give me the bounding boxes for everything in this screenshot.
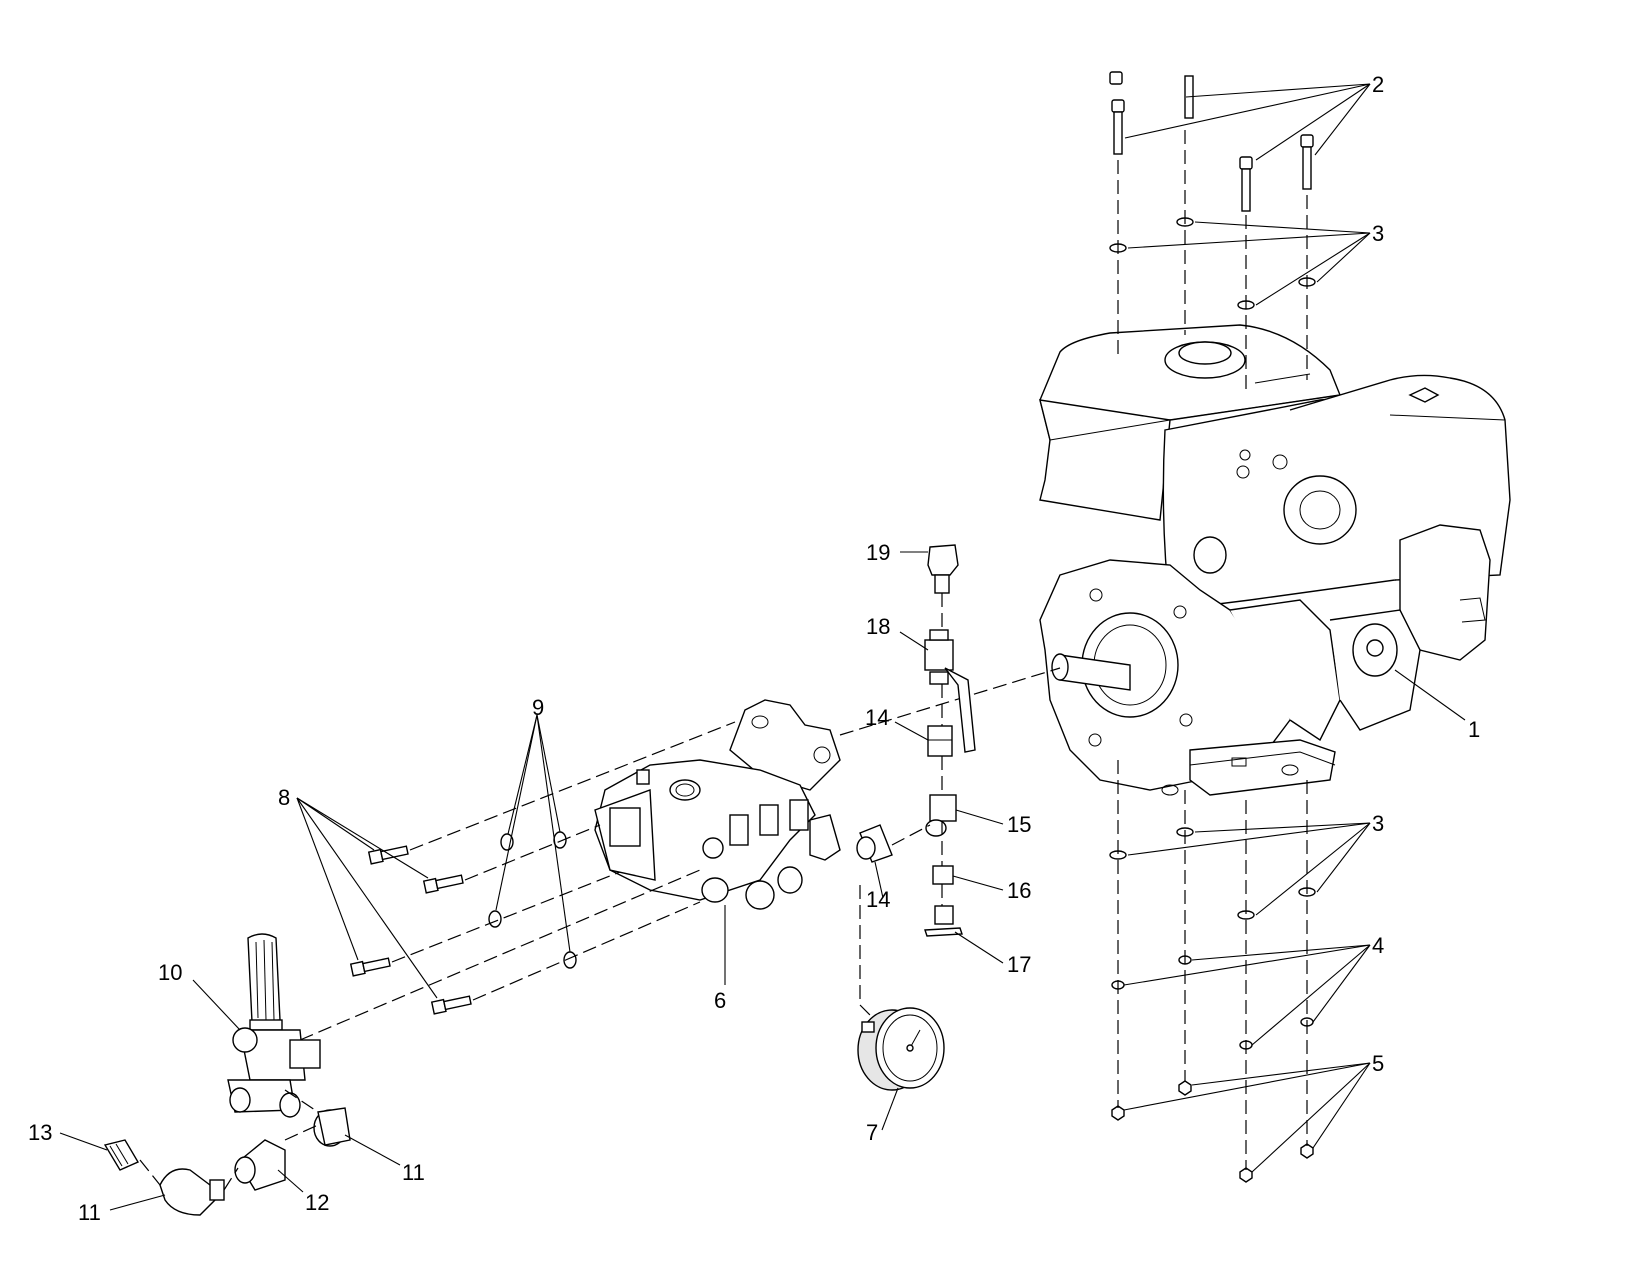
- callout-3-bottom: 3: [1372, 811, 1384, 836]
- bolt-3: [1239, 156, 1253, 212]
- callout-15: 15: [1007, 812, 1031, 837]
- callout-2: 2: [1372, 72, 1384, 97]
- leader-lines: [59, 83, 1466, 1211]
- inlet-fittings: [103, 1089, 351, 1216]
- callout-10: 10: [158, 960, 182, 985]
- outlet-plumbing: [856, 544, 976, 937]
- callout-19: 19: [866, 540, 890, 565]
- bolt-1: [1111, 99, 1125, 155]
- pressure-gauge: [857, 1007, 945, 1091]
- callout-labels: 1 2 3 3 4 5 6 7 8 9 10 11 11 12 13 14 14…: [28, 72, 1480, 1225]
- callout-17: 17: [1007, 952, 1031, 977]
- callout-1: 1: [1468, 717, 1480, 742]
- bolt-4: [1300, 134, 1314, 190]
- callout-4: 4: [1372, 933, 1384, 958]
- callout-13: 13: [28, 1120, 52, 1145]
- callout-7: 7: [866, 1120, 878, 1145]
- callout-6: 6: [714, 988, 726, 1013]
- callout-11-right: 11: [402, 1160, 425, 1185]
- callout-9: 9: [532, 695, 544, 720]
- pump: [594, 699, 841, 910]
- callout-14-lower: 14: [866, 887, 890, 912]
- engine: [1039, 324, 1511, 796]
- engine-dash-lines: [1117, 130, 1308, 1170]
- pump-dash-lines: [299, 667, 1061, 1041]
- callout-18: 18: [866, 614, 890, 639]
- callout-8: 8: [278, 785, 290, 810]
- unloader-valve: [227, 933, 321, 1118]
- callout-16: 16: [1007, 878, 1031, 903]
- callout-11-left: 11: [78, 1200, 101, 1225]
- callout-12: 12: [305, 1190, 329, 1215]
- pump-bolts: [349, 831, 577, 1015]
- callout-14-upper: 14: [865, 705, 889, 730]
- callout-5: 5: [1372, 1051, 1384, 1076]
- mounting-bolts: [1109, 71, 1314, 212]
- callout-3-top: 3: [1372, 221, 1384, 246]
